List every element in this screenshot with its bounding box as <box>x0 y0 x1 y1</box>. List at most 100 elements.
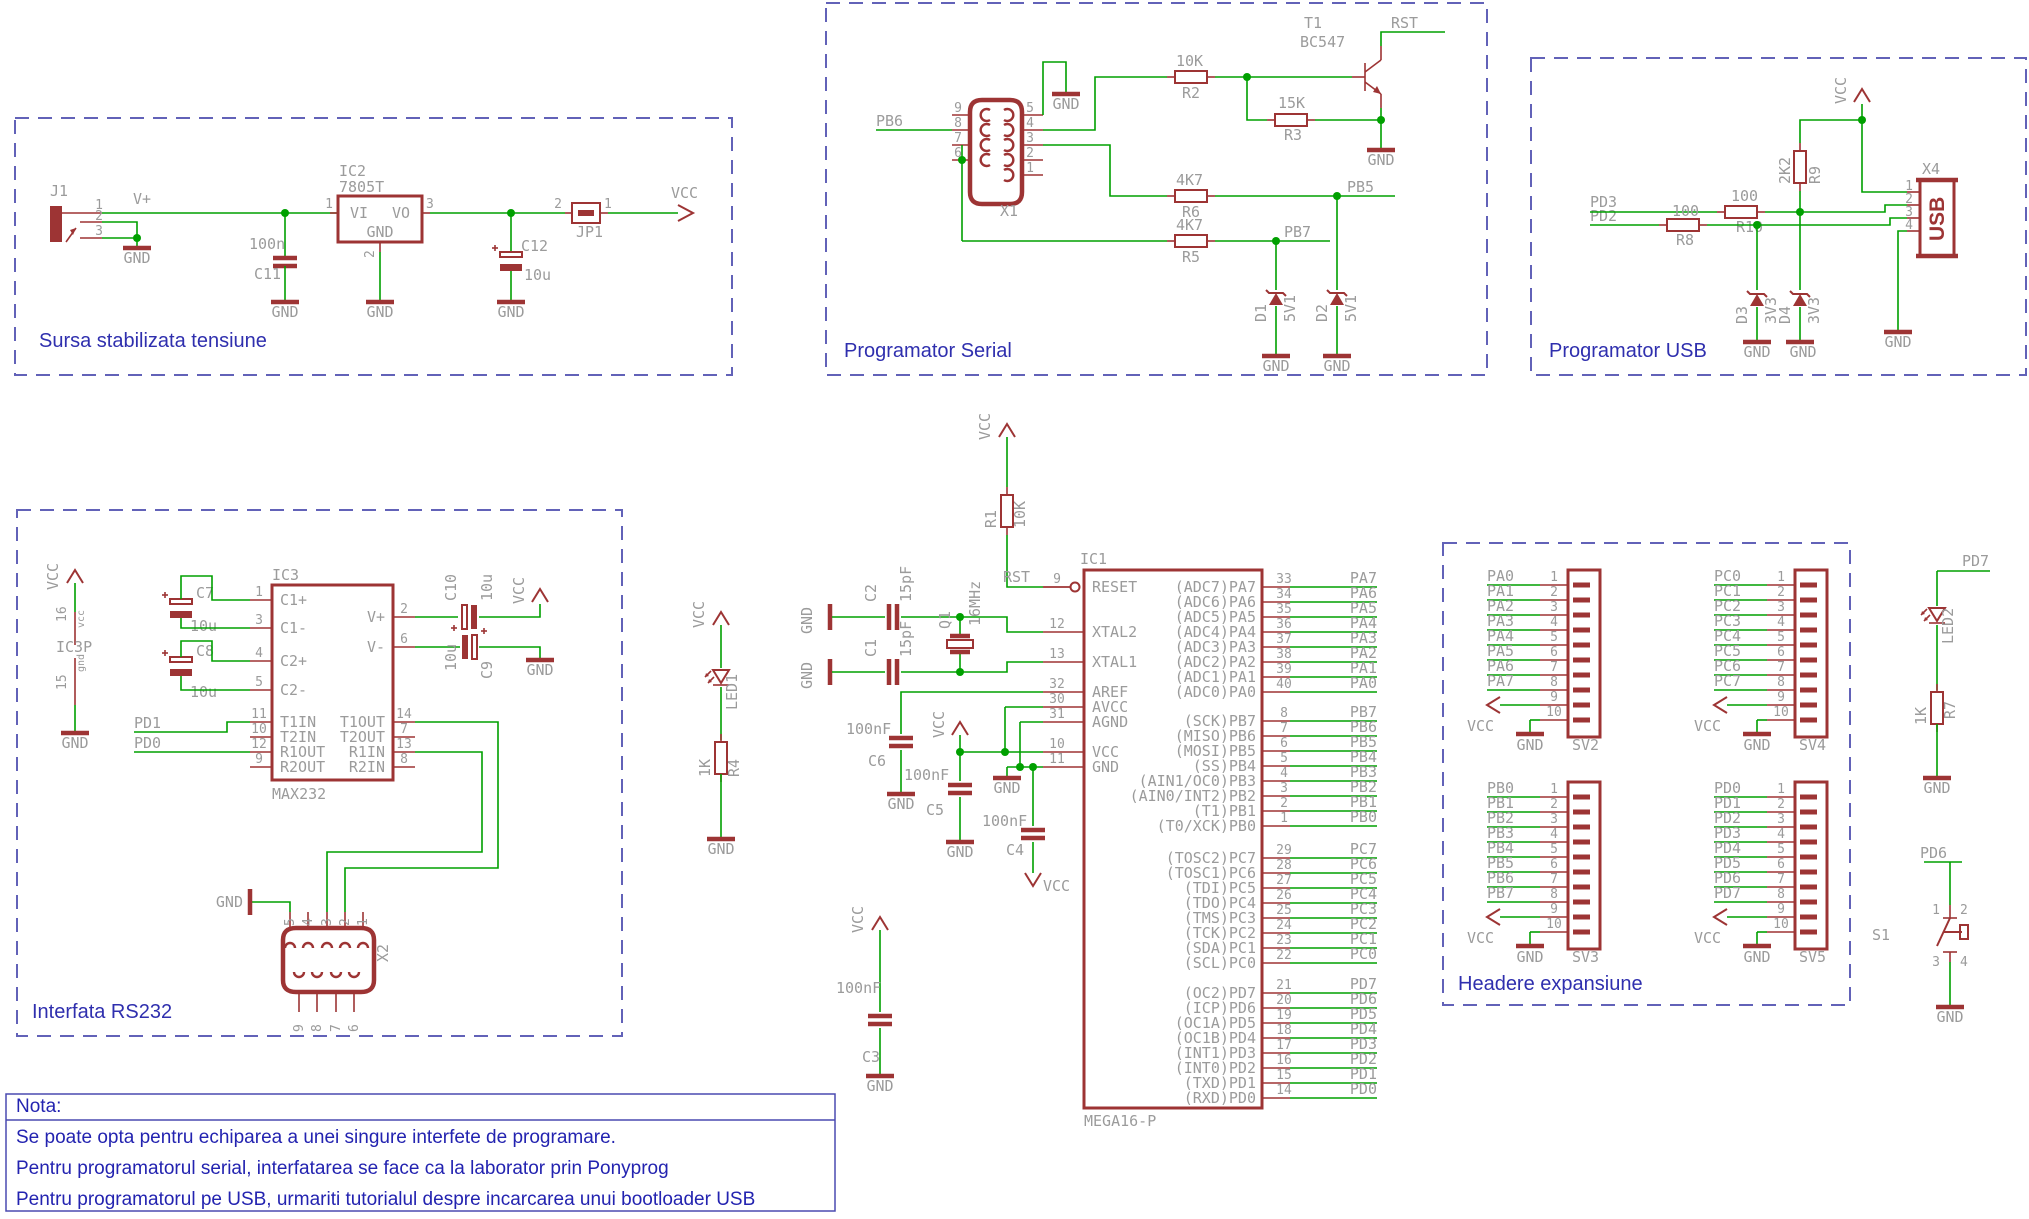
header-connector[interactable] <box>1566 568 1602 739</box>
ecap-plate[interactable] <box>170 669 192 676</box>
pin-number: 5 <box>1777 842 1785 857</box>
wire <box>326 751 483 912</box>
switch-button[interactable] <box>1959 924 1969 940</box>
header-connector[interactable] <box>1566 780 1602 951</box>
db9-pin-cup <box>1003 167 1015 183</box>
ecap-plate[interactable] <box>471 605 477 629</box>
db9-connector-x2[interactable] <box>280 925 377 995</box>
dc-jack[interactable] <box>50 206 62 242</box>
pin-number: 2 <box>1960 903 1968 918</box>
pin-name: AVCC <box>1092 698 1128 716</box>
switch-arm[interactable] <box>1936 917 1951 947</box>
gnd-label: GND <box>946 843 973 861</box>
wire <box>1043 76 1167 131</box>
wire <box>1246 77 1267 121</box>
resistor-body[interactable] <box>1174 189 1208 203</box>
vcc-label: VCC <box>1832 77 1850 104</box>
pin-name: C1+ <box>280 591 307 609</box>
ecap-plate[interactable] <box>169 656 193 663</box>
net-label: V+ <box>133 190 151 208</box>
pin-name: (TMS)PC3 <box>1184 909 1256 927</box>
pin-name: AREF <box>1092 683 1128 701</box>
pin-number: 7 <box>329 1024 344 1032</box>
header-pin-bar <box>1573 824 1590 830</box>
wire <box>180 618 250 629</box>
ecap-plate[interactable] <box>461 604 468 630</box>
section-title: Programator Serial <box>844 340 1012 362</box>
wire <box>252 901 291 912</box>
net-label: RST <box>1003 568 1030 586</box>
resistor-body[interactable] <box>1174 234 1208 248</box>
resistor-body[interactable] <box>1666 218 1700 232</box>
ecap-plate[interactable] <box>499 251 523 258</box>
pin-number: 8 <box>954 116 962 131</box>
gnd-label: GND <box>61 734 88 752</box>
ecap-plate[interactable] <box>500 264 522 271</box>
pin-number: 11 <box>1049 752 1065 767</box>
zener-diode[interactable] <box>1750 294 1764 306</box>
db9-pin-cup <box>283 941 297 949</box>
pin-number: 19 <box>1276 1008 1292 1023</box>
pin-name: (INT0)PD2 <box>1175 1059 1256 1077</box>
ic-box-mega16[interactable] <box>1082 568 1264 1110</box>
resistor-body[interactable] <box>1274 113 1308 127</box>
section-box-headers <box>1442 542 1851 1006</box>
pin-number: 29 <box>1276 843 1292 858</box>
net-label: PB0 <box>1350 808 1377 826</box>
pin-name: R1OUT <box>280 743 325 761</box>
zener-diode[interactable] <box>1269 293 1283 305</box>
header-pin-bar <box>1573 869 1590 875</box>
net-label: PB5 <box>1487 854 1514 872</box>
pin-number: 1 <box>1777 782 1785 797</box>
led-symbol[interactable] <box>1927 607 1947 623</box>
pin-name: AGND <box>1092 713 1128 731</box>
header-connector[interactable] <box>1793 568 1829 739</box>
ic-box-max232[interactable] <box>270 583 395 782</box>
pin-name: (MOSI)PB5 <box>1175 742 1256 760</box>
net-label: PC5 <box>1350 870 1377 888</box>
net-label: PD1 <box>1714 794 1741 812</box>
pin-name: (ADC0)PA0 <box>1175 683 1256 701</box>
gnd-label: GND <box>798 607 816 634</box>
net-label: PB6 <box>1487 869 1514 887</box>
header-pin-bar <box>1573 672 1590 678</box>
crystal-body[interactable] <box>946 639 974 649</box>
net-label: PB4 <box>1350 748 1377 766</box>
resistor-body[interactable] <box>1724 205 1758 219</box>
led-symbol[interactable] <box>711 669 731 685</box>
pin-number: 27 <box>1276 873 1292 888</box>
net-label: PB7 <box>1487 884 1514 902</box>
zener-diode[interactable] <box>1330 293 1344 305</box>
pin-number: 2 <box>1550 585 1558 600</box>
ecap-plate[interactable] <box>170 611 192 618</box>
vcc-arrow-icon <box>998 422 1016 438</box>
net-label: PC5 <box>1714 642 1741 660</box>
pin-name: (INT1)PD3 <box>1175 1044 1256 1062</box>
db9-pin-cup <box>320 941 334 949</box>
ecap-plate[interactable] <box>169 598 193 605</box>
pin-number: 4 <box>1777 615 1785 630</box>
pin-number: 17 <box>1276 1038 1292 1053</box>
resistor-body[interactable] <box>1174 70 1208 84</box>
gnd-label: GND <box>993 779 1020 797</box>
net-label: PB0 <box>1487 779 1514 797</box>
gnd-label: GND <box>866 1077 893 1095</box>
pin-number: 10 <box>251 722 267 737</box>
pin-name: (MISO)PB6 <box>1175 727 1256 745</box>
section-title: Programator USB <box>1549 340 1707 362</box>
pin-number: 6 <box>1777 645 1785 660</box>
header-connector[interactable] <box>1793 780 1829 951</box>
ecap-plate[interactable] <box>471 634 478 660</box>
pin-number: 6 <box>1550 645 1558 660</box>
zener-diode[interactable] <box>1793 294 1807 306</box>
net-label: PB5 <box>1347 178 1374 196</box>
resistor-body[interactable] <box>1793 150 1807 184</box>
gnd-label: GND <box>1743 736 1770 754</box>
ecap-plate[interactable] <box>462 635 468 659</box>
vcc-label: VCC <box>1467 717 1494 735</box>
wire <box>1757 217 1907 226</box>
pin-number: 9 <box>1777 902 1785 917</box>
vcc-label: VCC <box>510 577 528 604</box>
pin-number: 5 <box>1550 630 1558 645</box>
db9-connector-x1[interactable] <box>967 97 1025 207</box>
